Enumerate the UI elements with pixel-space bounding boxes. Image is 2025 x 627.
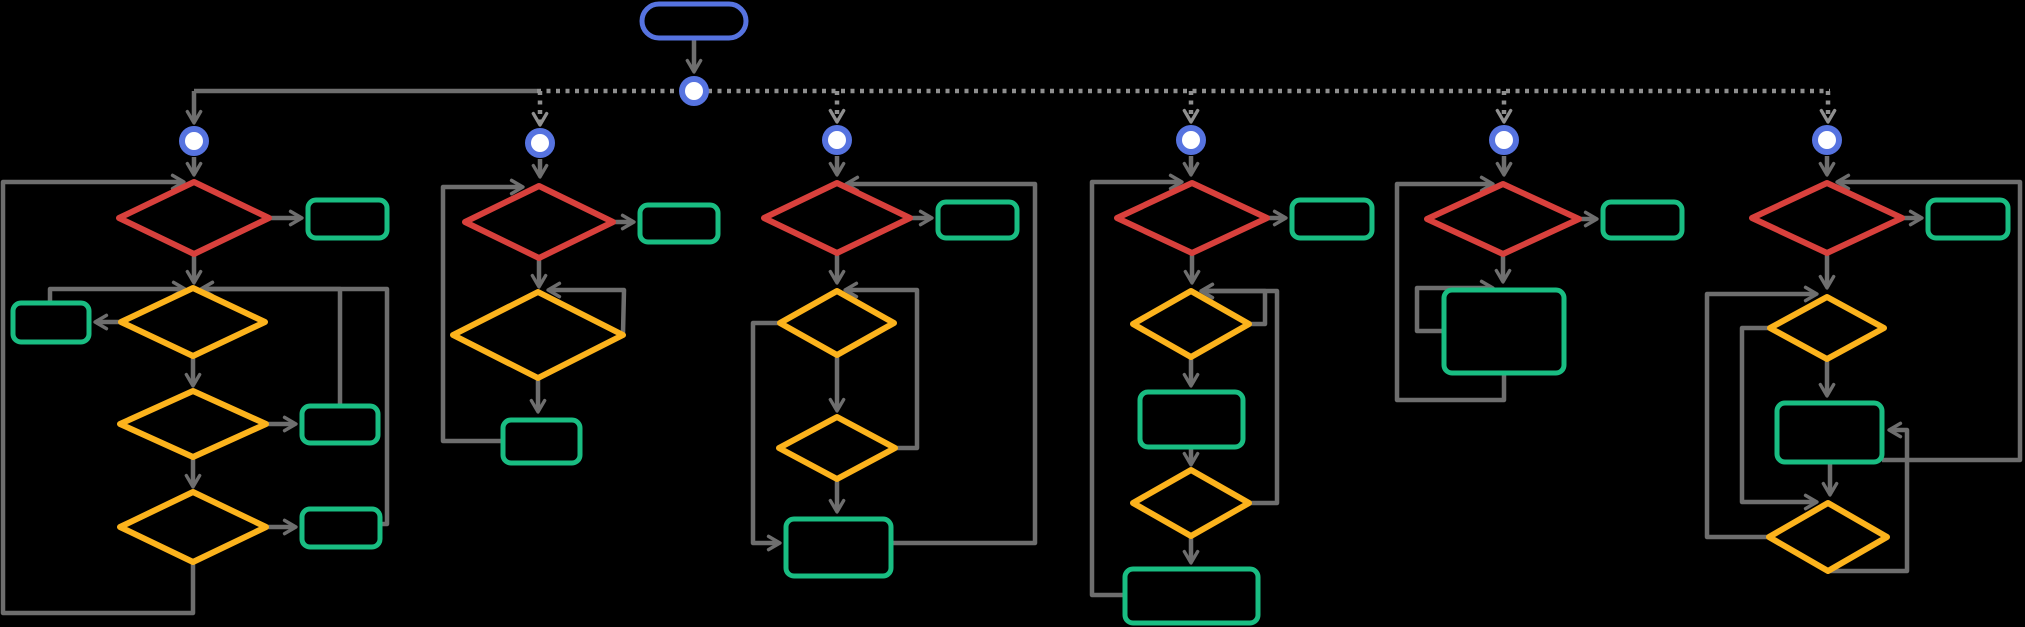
branch6-check-1[interactable] <box>1767 294 1887 362</box>
start-terminator[interactable] <box>639 1 749 41</box>
branch6-process-1[interactable] <box>1774 400 1885 465</box>
branch2-check-1[interactable] <box>450 289 626 381</box>
branch3-decision[interactable] <box>761 180 913 256</box>
branch1-decision[interactable] <box>116 179 272 257</box>
branch5-process-1[interactable] <box>1441 287 1567 376</box>
b6-loop-check2-to-process1 <box>1828 421 1910 574</box>
b6-loop-check2-to-check1 <box>1704 285 1819 540</box>
b3-check1-to-process1 <box>750 320 782 552</box>
branch4-result-1[interactable] <box>1289 197 1375 241</box>
branch3-check-2[interactable] <box>776 414 898 482</box>
branch4-decision[interactable] <box>1114 180 1270 256</box>
branch3-result-1[interactable] <box>935 199 1020 241</box>
branch1-result-4[interactable] <box>299 506 383 550</box>
b4-loop-process2-to-decision <box>1089 173 1184 598</box>
b2-loop-process1-to-decision <box>440 178 525 444</box>
branch5-entry-connector[interactable] <box>1489 125 1519 155</box>
branch6-check-2[interactable] <box>1766 500 1890 574</box>
b5-loop-process1-to-decision <box>1394 175 1507 403</box>
b2-check1-self-loop <box>546 281 627 334</box>
b1-loop-check3-to-decision <box>0 173 196 616</box>
branch1-check-1[interactable] <box>118 285 268 359</box>
branch5-decision[interactable] <box>1424 181 1582 257</box>
b3-loop-check2-to-check1 <box>843 281 920 451</box>
b4-loop-check2-to-check1 <box>1199 282 1280 506</box>
branch3-process-1[interactable] <box>783 516 894 579</box>
branch2-entry-connector[interactable] <box>525 128 555 158</box>
branch4-entry-connector[interactable] <box>1176 125 1206 155</box>
branch1-result-1[interactable] <box>305 197 390 241</box>
branch1-result-2[interactable] <box>10 300 92 345</box>
branch2-decision[interactable] <box>462 183 616 261</box>
bran4-process-2[interactable] <box>1122 566 1261 626</box>
branch1-result-3[interactable] <box>299 403 381 446</box>
branch2-result-1[interactable] <box>637 202 721 245</box>
branch4-check-2[interactable] <box>1130 467 1252 539</box>
branch2-process-1[interactable] <box>500 417 583 466</box>
b6-check1-to-check2-side <box>1739 325 1819 511</box>
b1-loop-result2-to-check1 <box>47 280 187 303</box>
branch1-check-2[interactable] <box>117 388 269 460</box>
b3-loop-process1-to-decision <box>844 175 1038 546</box>
b1-loop-result4-to-check1 <box>199 280 390 527</box>
branch5-result-1[interactable] <box>1600 199 1685 241</box>
branch6-decision[interactable] <box>1749 180 1905 256</box>
branch6-entry-connector[interactable] <box>1812 125 1842 155</box>
b6-loop-process1-to-decision <box>1835 173 2023 463</box>
hub-connector[interactable] <box>679 76 709 106</box>
branch3-check-1[interactable] <box>777 288 897 358</box>
branch1-entry-connector[interactable] <box>179 126 209 156</box>
branch3-entry-connector[interactable] <box>822 125 852 155</box>
branch6-result-1[interactable] <box>1925 197 2011 241</box>
branch4-process-1[interactable] <box>1137 389 1246 450</box>
branch1-check-3[interactable] <box>117 489 269 565</box>
branch4-check-1[interactable] <box>1130 288 1252 360</box>
